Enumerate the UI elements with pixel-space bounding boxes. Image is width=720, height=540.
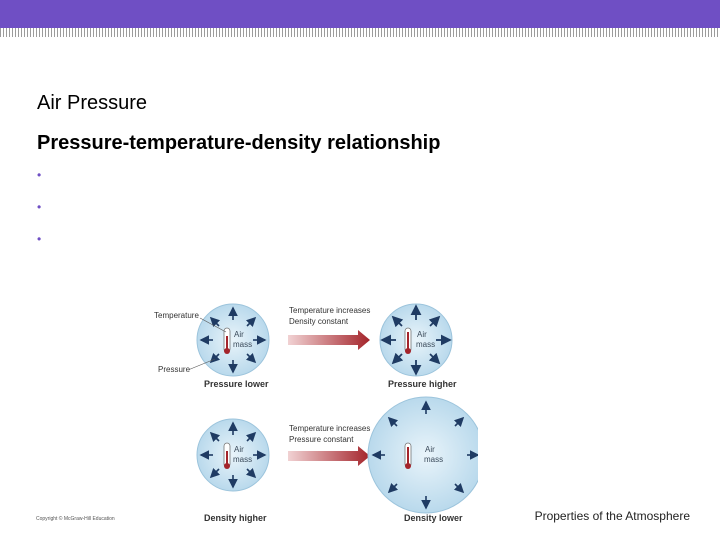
thermometer-icon — [223, 327, 231, 354]
thermometer-icon — [404, 442, 412, 469]
temperature-label: Temperature — [154, 311, 199, 320]
pressure-label: Pressure — [158, 365, 191, 374]
copyright-notice: Copyright © McGraw-Hill Education — [36, 516, 115, 522]
bottom-arrow-label-line1: Temperature increases — [289, 424, 370, 433]
bottom-right-air-mass: Air mass — [367, 396, 478, 514]
pressure-arrows — [199, 306, 267, 374]
air-mass-label-line1: Air — [425, 445, 435, 454]
air-mass-label-line1: Air — [234, 445, 244, 454]
air-mass-label-line2: mass — [233, 340, 252, 349]
thermometer-icon — [223, 442, 231, 469]
pressure-arrows — [380, 304, 452, 376]
air-mass-label-line2: mass — [233, 455, 252, 464]
temperature-leader-line — [199, 317, 227, 333]
pressure-arrows — [371, 400, 478, 510]
top-arrow-label-line2: Density constant — [289, 317, 349, 326]
bottom-arrow-label-line2: Pressure constant — [289, 435, 354, 444]
bottom-left-caption: Density higher — [204, 513, 267, 523]
pressure-leader-line — [187, 358, 216, 371]
pressure-arrows — [199, 421, 267, 489]
bottom-right-caption: Density lower — [404, 513, 463, 523]
air-mass-label-line1: Air — [417, 330, 427, 339]
thermometer-icon — [404, 327, 412, 354]
top-right-air-mass: Air mass — [379, 303, 453, 377]
air-mass-label-line2: mass — [424, 455, 443, 464]
bottom-left-air-mass: Air mass — [196, 418, 270, 492]
pressure-temperature-density-figure: Air mass Temperature Pressure Pressure l… — [154, 303, 478, 523]
bullet-3: • — [37, 232, 42, 246]
header-hatch-stripe — [0, 28, 720, 37]
bullet-1: • — [37, 168, 42, 182]
slide-title: Air Pressure — [37, 92, 148, 114]
bullet-2: • — [37, 200, 42, 214]
top-left-air-mass: Air mass — [196, 303, 270, 377]
top-change-arrow — [288, 330, 370, 350]
air-mass-label-line1: Air — [234, 330, 244, 339]
top-left-caption: Pressure lower — [204, 379, 269, 389]
slide-subtitle: Pressure-temperature-density relationshi… — [37, 132, 441, 154]
air-mass-label-line2: mass — [416, 340, 435, 349]
header-bar — [0, 0, 720, 28]
footer-caption: Properties of the Atmosphere — [534, 509, 690, 523]
bottom-change-arrow — [288, 446, 370, 466]
top-arrow-label-line1: Temperature increases — [289, 306, 370, 315]
top-right-caption: Pressure higher — [388, 379, 457, 389]
